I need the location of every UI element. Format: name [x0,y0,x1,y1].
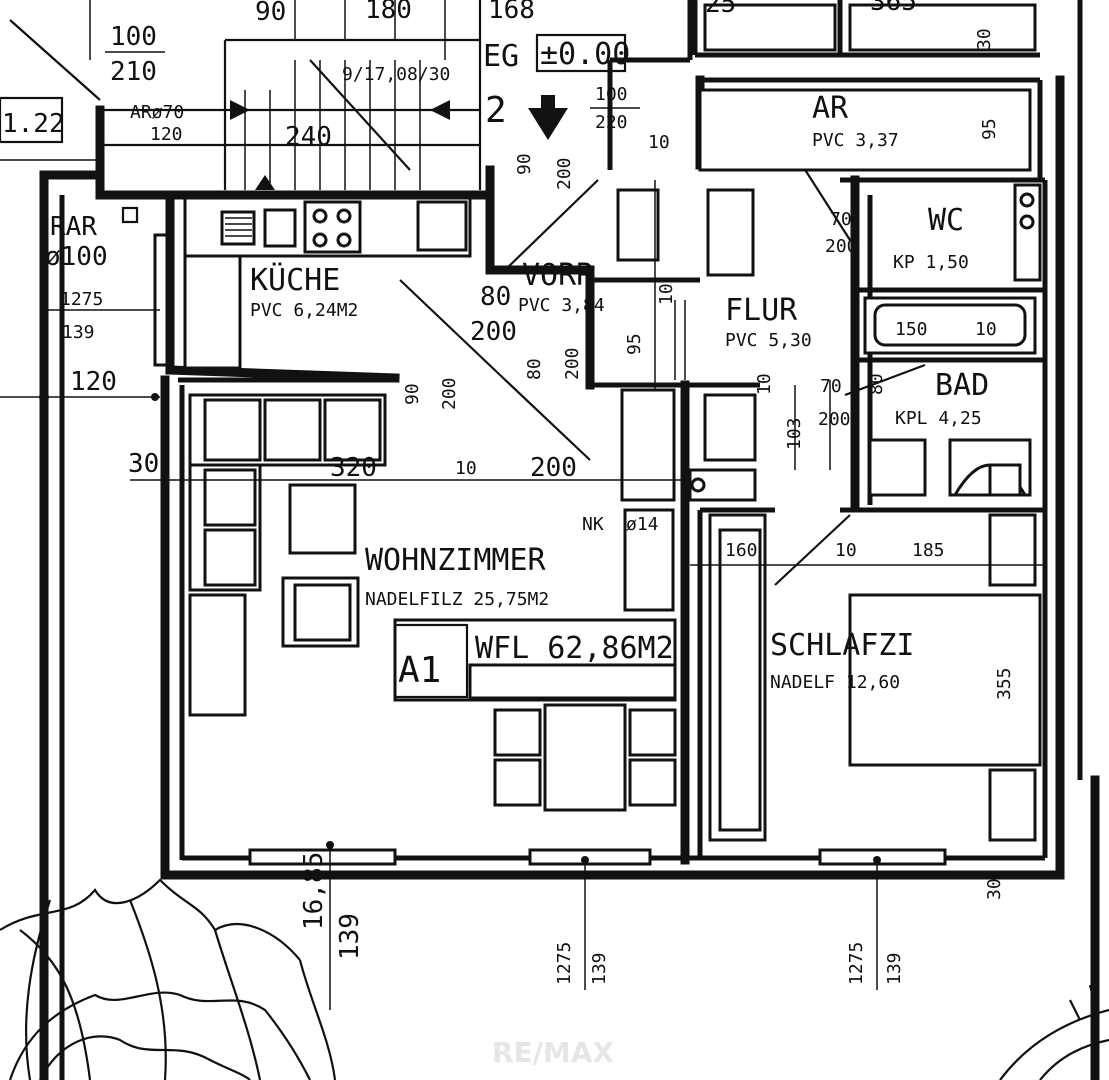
tree-drawing [0,878,1109,1080]
dim-10c: 10 [975,319,997,340]
dim-10d: 10 [754,373,775,395]
dim-70b: 70 [820,376,842,397]
dim-200v2: 200 [562,347,583,380]
hall-fixtures [399,3,1037,612]
ar-diameter: ARø70 [130,102,184,123]
floor-label: EG [483,39,519,74]
misc-labels: 1.22 RAR ø100 ARø70 120 NK ø14 [0,96,659,535]
room-wohnzimmer-info: NADELFILZ 25,75M2 [365,589,549,610]
dim-150: 150 [895,319,928,340]
room-ar-info: PVC 3,37 [812,130,899,151]
floor-level: ±0.00 [540,37,630,72]
dim-185: 185 [912,540,945,561]
dim-103: 103 [784,417,805,450]
level-info: EG ±0.00 2 9/17,08/30 [342,37,630,131]
dim-200e: 200 [530,453,577,483]
rar-diameter: ø100 [45,242,108,272]
bathroom-fixtures [863,183,1042,497]
room-wohnzimmer-name: WOHNZIMMER [365,543,547,578]
room-kueche-info: PVC 6,24M2 [250,300,358,321]
unit-badge: A1 WFL 62,86M2 [393,623,674,699]
dim-200b: 200 [818,409,851,430]
dim-10a: 10 [648,132,670,153]
dim-10e: 10 [455,458,477,479]
room-vorr-name: VORR [522,258,595,293]
dim-139a: 139 [62,322,95,343]
room-bad-name: BAD [935,368,989,403]
living-room-furniture [188,393,677,812]
kitchen-fixtures [183,196,472,370]
dim-200-vorr: 200 [470,317,517,347]
dim-90w: 90 [402,383,423,405]
dimension-texts: 90 180 168 25 365 100 210 240 100 220 10… [60,0,1015,985]
dim-139b: 139 [335,913,365,960]
dim-80b: 80 [866,373,887,395]
room-flur-name: FLUR [725,293,798,328]
room-kueche-name: KÜCHE [250,262,340,298]
dim-168: 168 [488,0,535,25]
dim-365: 365 [870,0,917,17]
stair-ratio: 9/17,08/30 [342,64,450,85]
dim-1685: 16,85 [299,852,329,930]
dim-95: 95 [979,118,1000,140]
staircase [9,0,482,190]
rar-label: RAR [50,212,97,242]
dim-320: 320 [330,453,377,483]
dim-120: 120 [70,367,117,397]
dim-25: 25 [705,0,736,19]
dimension-lines [0,159,1045,1010]
dim-10b: 10 [656,283,677,305]
room-schlafzi-info: NADELF 12,60 [770,672,900,693]
dim-90v: 90 [514,153,535,175]
room-flur-info: PVC 5,30 [725,330,812,351]
room-labels: KÜCHE PVC 6,24M2 VORR PVC 3,84 FLUR PVC … [250,91,989,693]
ar-diameter-value: 120 [150,124,183,145]
dim-1275b: 1275 [554,942,575,985]
dim-100b: 100 [595,84,628,105]
dim-220: 220 [595,112,628,133]
dim-30-top: 30 [974,28,995,50]
room-schlafzi-name: SCHLAFZI [770,628,915,663]
nk-diameter: ø14 [626,514,659,535]
left-box-label: 1.22 [2,109,65,139]
bedroom-furniture [708,513,1042,842]
dim-90: 90 [255,0,286,27]
dim-100-210-top: 100 [110,22,157,52]
room-wc-info: KP 1,50 [893,252,969,273]
nk-label: NK [582,514,604,535]
dim-240: 240 [285,122,332,152]
dim-139c: 139 [589,952,610,985]
watermark: RE/MAX [492,1036,614,1069]
unit-id: A1 [398,650,441,691]
dim-355: 355 [994,667,1015,700]
dim-200w: 200 [439,377,460,410]
room-vorr-info: PVC 3,84 [518,295,605,316]
dim-210: 210 [110,57,157,87]
dim-10f: 10 [835,540,857,561]
unit-area: WFL 62,86M2 [475,631,674,666]
dim-30: 30 [128,449,159,479]
dim-1275c: 1275 [846,942,867,985]
room-wc-name: WC [928,203,964,238]
dim-1275a: 1275 [60,289,103,310]
dim-200v: 200 [554,157,575,190]
dim-180: 180 [365,0,412,25]
stair-number: 2 [485,90,507,131]
entrance-marker [528,33,627,140]
dim-30-bottom: 30 [984,878,1005,900]
windows [153,233,947,866]
dim-139d: 139 [884,952,905,985]
dim-200-ar: 200 [825,236,858,257]
room-bad-info: KPL 4,25 [895,408,982,429]
dim-80v: 80 [524,358,545,380]
dim-160: 160 [725,540,758,561]
dim-95b: 95 [624,333,645,355]
room-ar-name: AR [812,91,849,126]
dim-80: 80 [480,282,511,312]
dim-70: 70 [830,209,852,230]
